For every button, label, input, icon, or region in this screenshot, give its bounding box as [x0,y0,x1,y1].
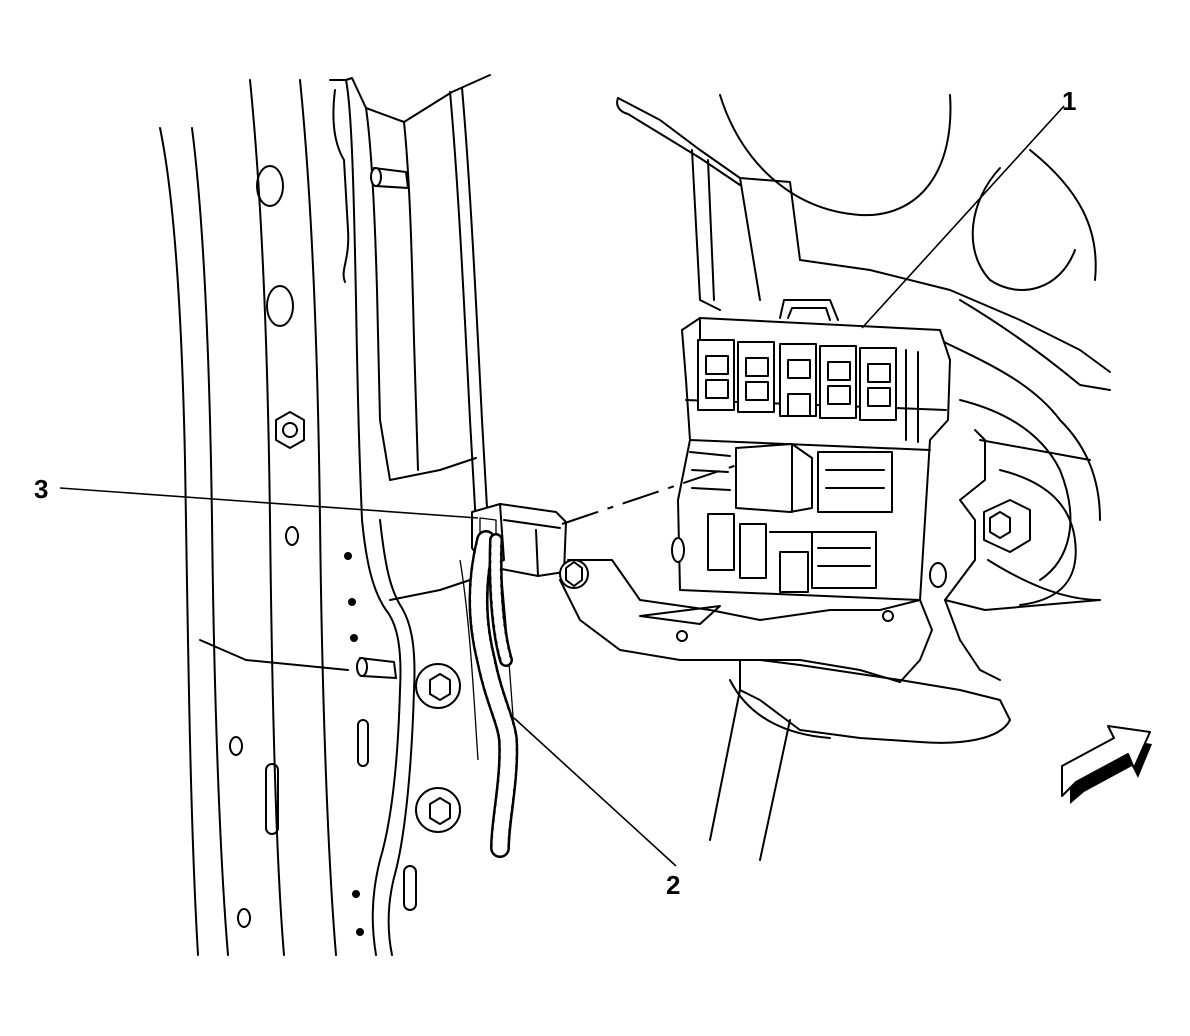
fuse-slot [817,451,893,513]
callout-1-leader [861,105,1065,329]
connector-mount-bolt [559,559,589,589]
relay [735,443,813,513]
fuse-slot [819,345,857,419]
pillar-nut [415,663,461,709]
forward-direction-arrow-icon [1061,725,1152,804]
fuse-slot [811,531,877,589]
callout-2-label: 2 [666,870,680,900]
fuse-slot [739,523,767,579]
pillar-nut [415,787,461,833]
callout-3-leader [59,487,479,519]
mounting-bolt-right [983,499,1031,553]
callout-2-leader [513,717,677,867]
connector-alignment-line [561,463,741,525]
fuse-slot [697,339,735,411]
fuse-slot [779,551,809,593]
pillar-stud [370,167,409,189]
pillar-nut [275,411,305,449]
callout-1-label: 1 [1062,86,1076,116]
fuse-relay-block [671,299,951,601]
body-pillar [159,74,517,956]
background-structure [559,94,1111,861]
callout-3-label: 3 [34,474,48,504]
wire-harness-conduit [468,530,519,858]
fuse-slot [707,513,735,571]
fuse-slot [737,341,775,413]
pillar-stud [356,657,397,679]
fuse-slot [859,347,897,421]
fuse-slot [779,343,817,417]
